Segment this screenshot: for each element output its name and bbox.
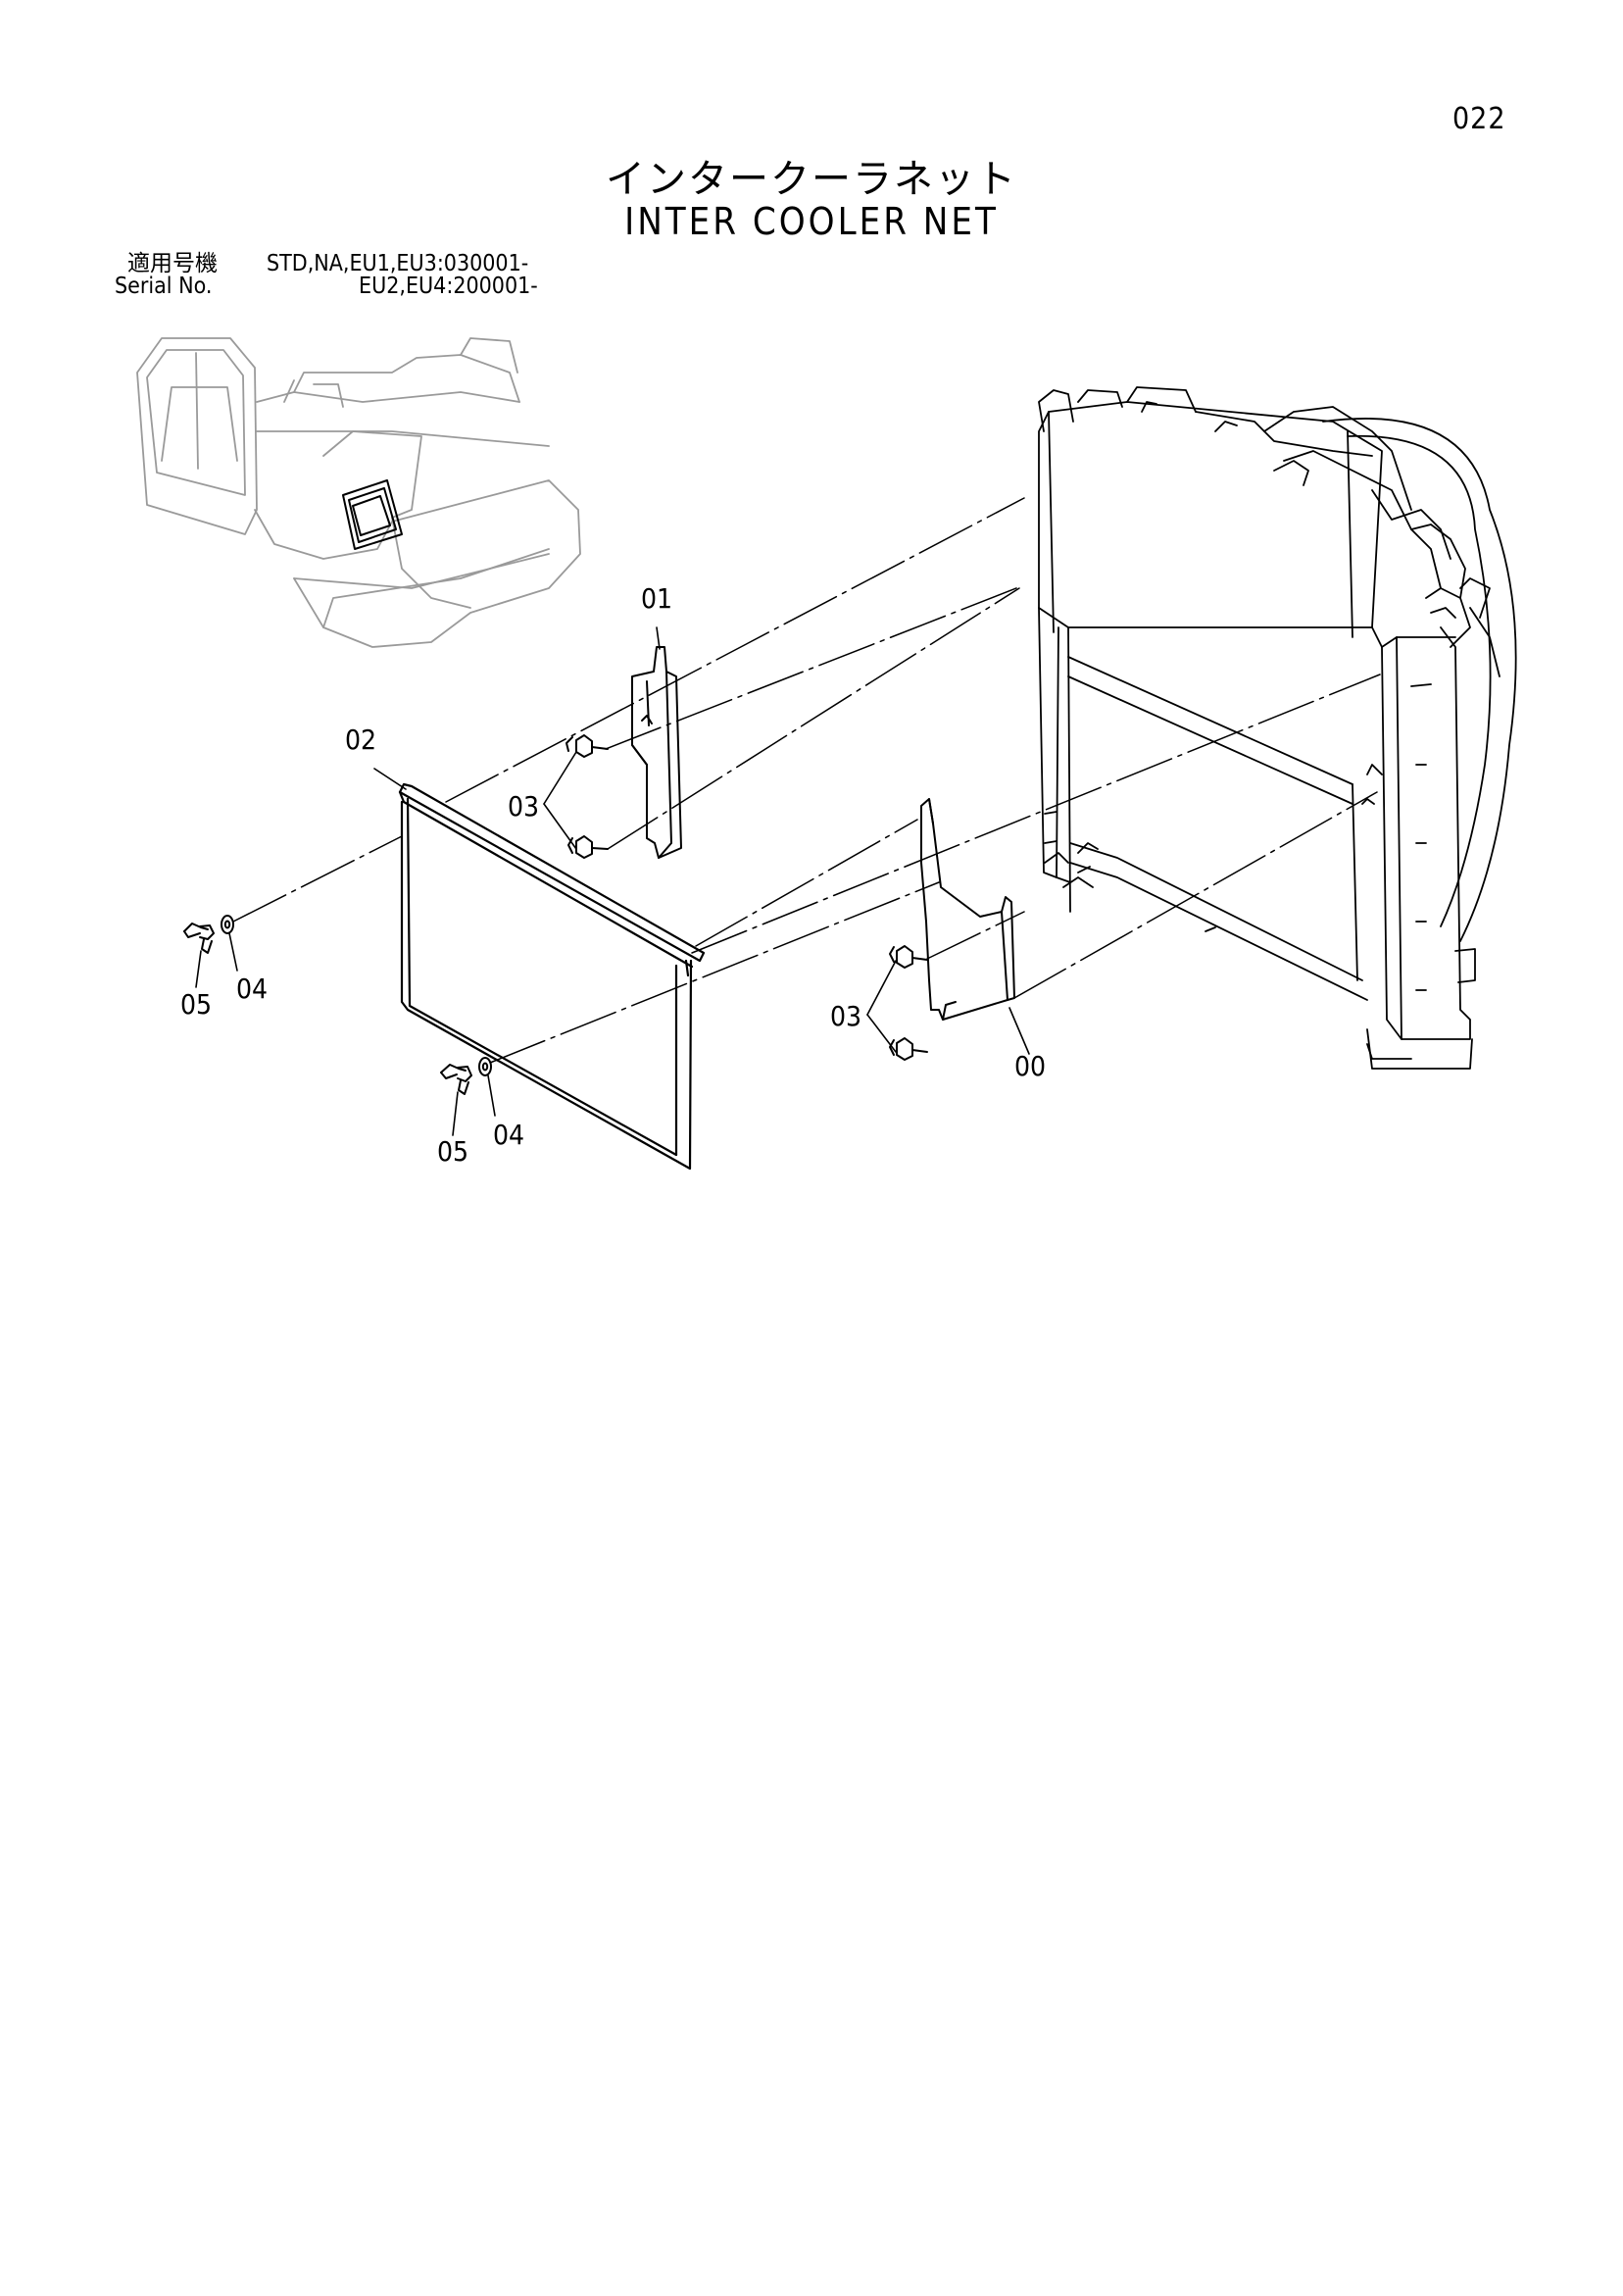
callout-03-lower: 03 bbox=[830, 1000, 861, 1032]
alignment-lines bbox=[232, 497, 1381, 1064]
part-01-bracket bbox=[631, 646, 682, 859]
serial-label-en: Serial No. bbox=[115, 274, 213, 299]
part-00-bracket bbox=[920, 798, 1015, 1021]
callout-02: 02 bbox=[345, 724, 376, 756]
serial-label-jp: 適用号機 bbox=[127, 251, 218, 276]
callout-01: 01 bbox=[641, 582, 672, 615]
callout-00: 00 bbox=[1014, 1050, 1046, 1082]
intercooler-location-marker bbox=[342, 479, 403, 550]
title-english: INTER COOLER NET bbox=[624, 200, 999, 243]
serial-range-1: STD,NA,EU1,EU3:030001- bbox=[267, 251, 529, 276]
callout-05-left: 05 bbox=[180, 988, 212, 1021]
part-03-bolts bbox=[566, 734, 928, 1061]
title-japanese: インタークーラネット bbox=[606, 157, 1017, 202]
leader-lines bbox=[195, 626, 1030, 1136]
serial-range-2: EU2,EU4:200001- bbox=[359, 274, 538, 299]
callout-04-left: 04 bbox=[236, 973, 268, 1005]
part-02-net-frame bbox=[398, 782, 706, 1171]
part-04-washers bbox=[221, 915, 492, 1076]
callout-labels: 01 02 03 03 00 05 04 05 04 bbox=[180, 582, 1046, 1168]
callout-05-bottom: 05 bbox=[437, 1135, 468, 1168]
callout-04-bottom: 04 bbox=[493, 1119, 524, 1151]
page-number: 022 bbox=[1452, 102, 1506, 136]
callout-03-upper: 03 bbox=[508, 790, 539, 823]
radiator-intercooler-assembly bbox=[1038, 386, 1517, 1070]
part-05-wing-nuts bbox=[183, 923, 472, 1095]
excavator-overview-illustration bbox=[136, 337, 581, 648]
